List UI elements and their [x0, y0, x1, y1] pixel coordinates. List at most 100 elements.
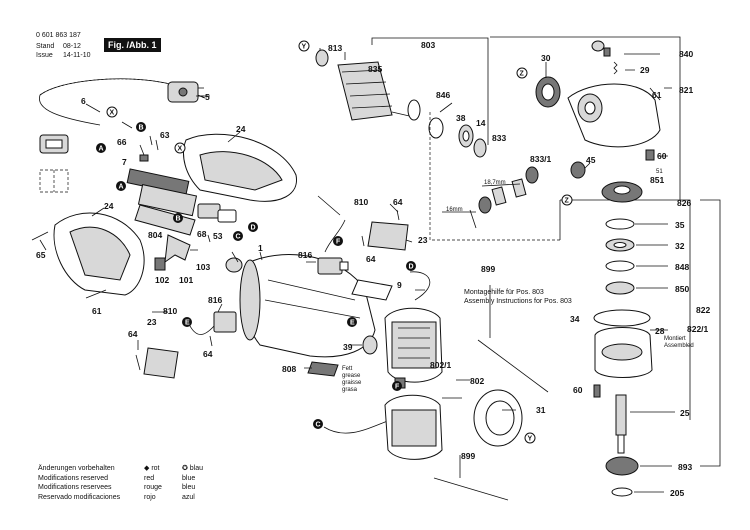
issue-label: Issue [36, 52, 53, 59]
callout-850: 850 [675, 284, 689, 294]
callout-101: 101 [179, 275, 193, 285]
stator-field-upper [384, 307, 443, 383]
washer-35 [605, 218, 635, 230]
gear-45 [570, 161, 586, 179]
marker-x-lower: X [174, 142, 186, 154]
screw-60-upper [645, 149, 655, 161]
figure-label: Fig. /Abb. 1 [104, 38, 161, 52]
gear-housing-821 [567, 83, 661, 148]
callout-24a: 24 [236, 124, 246, 134]
bearing-813 [315, 49, 329, 67]
svg-text:B: B [176, 216, 181, 223]
dimension-lines [442, 183, 521, 213]
issue-value: 14-11-10 [63, 52, 91, 59]
flange-nut-893 [605, 456, 639, 476]
marker-f-upper: F [333, 236, 343, 246]
callout-102: 102 [155, 275, 169, 285]
svg-text:C: C [236, 234, 241, 241]
callout-32: 32 [675, 241, 685, 251]
svg-text:A: A [99, 146, 104, 153]
callout-64b: 64 [366, 254, 376, 264]
grease-en: grease [342, 373, 361, 379]
wire-leads [187, 219, 431, 434]
callout-23a: 23 [418, 235, 428, 245]
callout-66: 66 [117, 137, 127, 147]
cover-9 [351, 279, 393, 301]
circuit-board-23-upper [367, 221, 409, 251]
marker-f-lower: F [392, 381, 402, 391]
svg-text:Z: Z [565, 198, 570, 205]
stator-field-lower [384, 394, 443, 460]
svg-text:D: D [251, 225, 256, 232]
svg-text:B: B [139, 125, 144, 132]
callout-64c: 64 [128, 329, 138, 339]
marker-z-upper: Z [516, 67, 528, 79]
bearing-flange-28 [594, 327, 653, 378]
callout-802-1: 802/1 [430, 360, 452, 370]
switch-assembly [126, 168, 198, 217]
bracket-lines [371, 37, 561, 241]
leader-lines [39, 48, 672, 478]
marker-a-lower: A [116, 181, 126, 191]
doc-number: 0 601 863 187 [36, 32, 81, 39]
callout-60a: 60 [657, 151, 667, 161]
callout-816a: 816 [298, 250, 312, 260]
bevel-gear-851 [601, 181, 643, 203]
assembly-note-en: Assembly Instructions for Pos. 803 [464, 298, 572, 305]
marker-c-lower: C [313, 419, 323, 429]
marker-e-left: E [182, 317, 192, 327]
screw-61-gear [649, 87, 661, 101]
electronics-816-lower [213, 311, 237, 333]
callout-804: 804 [148, 230, 162, 240]
assembly-tools [469, 178, 527, 229]
callout-848: 848 [675, 262, 689, 272]
callout-61b: 61 [652, 90, 662, 100]
label-808 [307, 361, 339, 377]
callout-835: 835 [368, 64, 382, 74]
callout-24b: 24 [104, 201, 114, 211]
color-legend: Änderungen vorbehalten◆ rot✪ blau Modifi… [38, 464, 203, 502]
assembly-note-de: Montagehilfe für Pos. 803 [464, 289, 544, 296]
spindle-lock-840 [591, 40, 611, 57]
assembled-de: Montiert [664, 336, 686, 342]
callout-31: 31 [536, 405, 546, 415]
callout-9: 9 [397, 280, 402, 290]
motor-housing-1 [239, 254, 376, 358]
callout-816b: 816 [208, 295, 222, 305]
svg-text:X: X [110, 110, 115, 117]
callout-28: 28 [655, 326, 665, 336]
callout-65: 65 [36, 250, 46, 260]
handle-half-shell-24-upper [183, 133, 297, 202]
callout-833-1: 833/1 [530, 154, 552, 164]
grease-tube-39 [362, 335, 378, 355]
screw-60-lower [593, 384, 601, 398]
bearing-833 [473, 138, 487, 158]
callout-808: 808 [282, 364, 296, 374]
crown-gear-30 [535, 76, 561, 108]
callout-38: 38 [456, 113, 466, 123]
marker-x-upper: X [106, 106, 118, 118]
brush-holder-part-68 [197, 203, 237, 223]
callout-labels: 5 6 24 63 66 7 24 65 804 68 53 102 101 1… [36, 40, 710, 498]
callout-810b: 810 [163, 306, 177, 316]
callout-6: 6 [81, 96, 86, 106]
marker-y-top: Y [298, 40, 310, 52]
callout-29: 29 [640, 65, 650, 75]
callout-5: 5 [205, 92, 210, 102]
callout-1: 1 [258, 243, 263, 253]
callout-833: 833 [492, 133, 506, 143]
svg-text:Z: Z [520, 71, 525, 78]
callout-60b: 60 [573, 385, 583, 395]
callout-7: 7 [122, 157, 127, 167]
callout-23b: 23 [147, 317, 157, 327]
circlip-38 [428, 117, 444, 139]
rods-899 [433, 339, 549, 501]
nut-205 [611, 487, 633, 497]
grease-es: grasa [342, 387, 358, 393]
callout-61a: 61 [92, 306, 102, 316]
lever-101 [164, 234, 191, 264]
handle-half-shell-24-lower [53, 212, 145, 296]
marker-a-upper: A [96, 143, 106, 153]
